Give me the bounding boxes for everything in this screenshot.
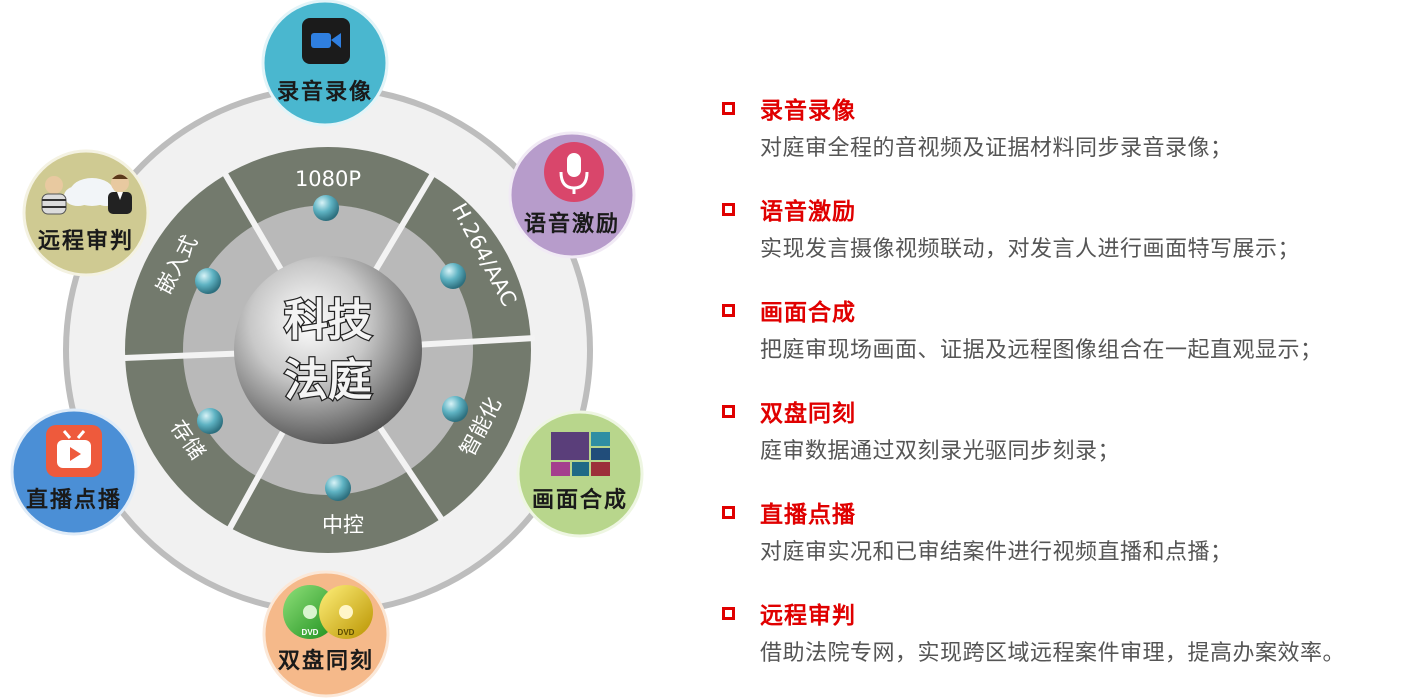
dvd-discs-icon: DVD DVD (283, 585, 373, 639)
bullet-square-icon (722, 202, 735, 216)
hub-label-line1: 科技 (284, 295, 372, 346)
feature-title: 语音激励 (760, 199, 856, 225)
segment-label-1080p: 1080P (295, 167, 361, 191)
bubble-live: 直播点播 (10, 408, 138, 536)
bubble-recording: 录音录像 (261, 0, 389, 127)
ring-knobs (195, 195, 468, 501)
bubble-label: 画面合成 (532, 487, 628, 513)
feature-item-live: 直播点播 对庭审实况和已审结案件进行视频直播和点播； (718, 492, 1418, 566)
knob (313, 195, 339, 221)
feature-desc: 借助法院专网，实现跨区域远程案件审理，提高办案效率。 (760, 641, 1346, 666)
bubble-label: 语音激励 (524, 211, 620, 237)
feature-desc: 对庭审全程的音视频及证据材料同步录音录像； (760, 136, 1233, 161)
bullet-square-icon (722, 404, 735, 418)
remote-trial-icon (41, 174, 132, 215)
bullet-square-icon (722, 606, 735, 620)
feature-title-row: 直播点播 (718, 492, 1418, 532)
bullet-square-icon (722, 505, 735, 519)
knob (325, 475, 351, 501)
feature-item-dual-disc: 双盘同刻 庭审数据通过双刻录光驱同步刻录； (718, 391, 1418, 465)
feature-item-voice: 语音激励 实现发言摄像视频联动，对发言人进行画面特写展示； (718, 189, 1418, 263)
bubble-composite: 画面合成 (516, 410, 644, 538)
feature-desc: 庭审数据通过双刻录光驱同步刻录； (760, 439, 1121, 464)
feature-item-recording: 录音录像 对庭审全程的音视频及证据材料同步录音录像； (718, 88, 1418, 162)
bubble-label: 直播点播 (26, 487, 122, 513)
feature-title-row: 远程审判 (718, 593, 1418, 633)
feature-title: 直播点播 (760, 502, 856, 528)
feature-title: 画面合成 (760, 300, 856, 326)
bubble-dual-disc: DVD DVD 双盘同刻 (262, 570, 390, 698)
knob (197, 408, 223, 434)
svg-text:DVD: DVD (302, 628, 319, 637)
screen-layout-icon (551, 432, 610, 476)
video-camera-icon (302, 18, 350, 64)
knob (195, 268, 221, 294)
hub-label-line2: 法庭 (284, 355, 372, 406)
knob (440, 263, 466, 289)
bullet-square-icon (722, 303, 735, 317)
bubble-label: 双盘同刻 (278, 648, 374, 674)
feature-title-row: 录音录像 (718, 88, 1418, 128)
bullet-square-icon (722, 101, 735, 115)
bubble-label: 远程审判 (38, 228, 134, 254)
feature-desc: 实现发言摄像视频联动，对发言人进行画面特写展示； (760, 237, 1301, 262)
feature-title-row: 双盘同刻 (718, 391, 1418, 431)
feature-desc: 对庭审实况和已审结案件进行视频直播和点播； (760, 540, 1233, 565)
feature-title: 双盘同刻 (760, 401, 856, 427)
feature-title: 远程审判 (760, 603, 856, 629)
feature-desc: 把庭审现场画面、证据及远程图像组合在一起直观显示； (760, 338, 1323, 363)
svg-text:DVD: DVD (338, 628, 355, 637)
microphone-icon (544, 142, 604, 202)
feature-item-remote-trial: 远程审判 借助法院专网，实现跨区域远程案件审理，提高办案效率。 (718, 593, 1418, 667)
live-tv-icon (46, 425, 102, 477)
hub-circle (234, 256, 422, 444)
feature-title: 录音录像 (760, 98, 856, 124)
feature-item-composite: 画面合成 把庭审现场画面、证据及远程图像组合在一起直观显示； (718, 290, 1418, 364)
segment-label-control: 中控 (322, 513, 364, 537)
feature-title-row: 语音激励 (718, 189, 1418, 229)
tech-court-diagram: 科技 法庭 1080P H.264/AAC 智能化 中控 存储 嵌入式 录音录像 (10, 0, 644, 698)
bubble-label: 录音录像 (277, 79, 373, 105)
bubble-voice: 语音激励 (508, 131, 636, 259)
feature-title-row: 画面合成 (718, 290, 1418, 330)
knob (442, 396, 468, 422)
bubble-remote-trial: 远程审判 (22, 149, 150, 277)
